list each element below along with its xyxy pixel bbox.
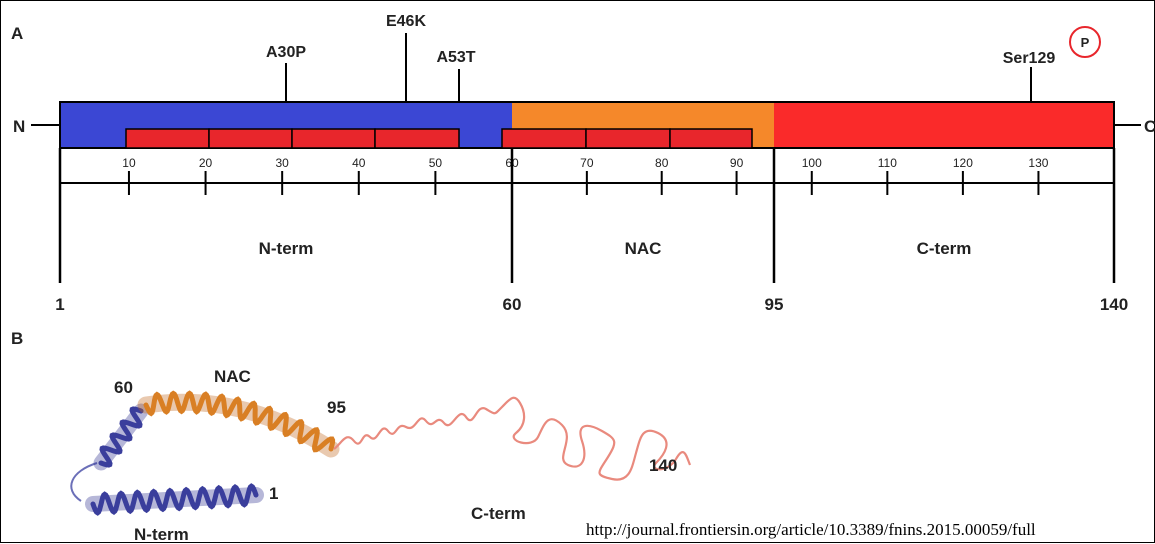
loop-nterm	[70, 462, 98, 502]
tick-label: 110	[878, 156, 897, 170]
mutation-a53t: A53T	[436, 49, 475, 66]
domain-label-cterm: C-term	[917, 239, 972, 258]
phospho-symbol: P	[1081, 35, 1090, 50]
coil-cterm	[333, 396, 692, 481]
boundary-number-140: 140	[1100, 295, 1128, 314]
tick-label: 20	[199, 156, 213, 170]
domain-bar-cterm	[774, 102, 1114, 148]
tick-label: 30	[275, 156, 289, 170]
structure-label-1: 1	[269, 484, 278, 503]
repeat-block	[501, 128, 587, 149]
repeat-block	[669, 128, 753, 149]
repeat-blocks	[125, 128, 753, 149]
repeat-block	[374, 128, 460, 149]
mutation-a30p: A30P	[266, 44, 306, 61]
phospho-site-label: Ser129	[1003, 50, 1056, 67]
tick-label: 100	[802, 156, 822, 170]
tick-label: 80	[655, 156, 669, 170]
helix-nterm-upper	[93, 403, 149, 471]
domain-label-nterm: N-term	[259, 239, 314, 258]
boundary-number-1: 1	[55, 295, 64, 314]
helix-nterm-lower	[85, 483, 264, 516]
boundary-number-60: 60	[503, 295, 522, 314]
tick-label: 50	[429, 156, 443, 170]
panel-b-label: B	[11, 329, 23, 348]
repeat-block	[208, 128, 293, 149]
structure-label-60: 60	[114, 378, 133, 397]
tick-label: 10	[122, 156, 136, 170]
tick-label: 120	[953, 156, 973, 170]
panel-a-label: A	[11, 24, 23, 43]
structure-label-cterm: C-term	[471, 504, 526, 523]
domain-label-nac: NAC	[625, 239, 662, 258]
repeat-block	[291, 128, 376, 149]
structure-label-nterm: N-term	[134, 525, 189, 544]
boundary-number-95: 95	[765, 295, 784, 314]
structure-label-140: 140	[649, 456, 677, 475]
tick-label: 130	[1028, 156, 1048, 170]
repeat-block	[125, 128, 210, 149]
tick-label: 90	[730, 156, 744, 170]
structure-label-95: 95	[327, 398, 346, 417]
tick-label: 70	[580, 156, 594, 170]
repeat-block	[585, 128, 671, 149]
source-url: http://journal.frontiersin.org/article/1…	[586, 520, 1036, 539]
mutation-e46k: E46K	[386, 13, 426, 30]
n-terminus-label: N	[13, 117, 25, 136]
tick-group: 102030405060708090100110120130	[122, 156, 1049, 195]
phospho-circle	[1069, 26, 1101, 58]
tick-label: 40	[352, 156, 366, 170]
structure-label-nac: NAC	[214, 367, 251, 386]
c-terminus-label: C	[1144, 117, 1155, 136]
helix-nac	[137, 390, 340, 458]
